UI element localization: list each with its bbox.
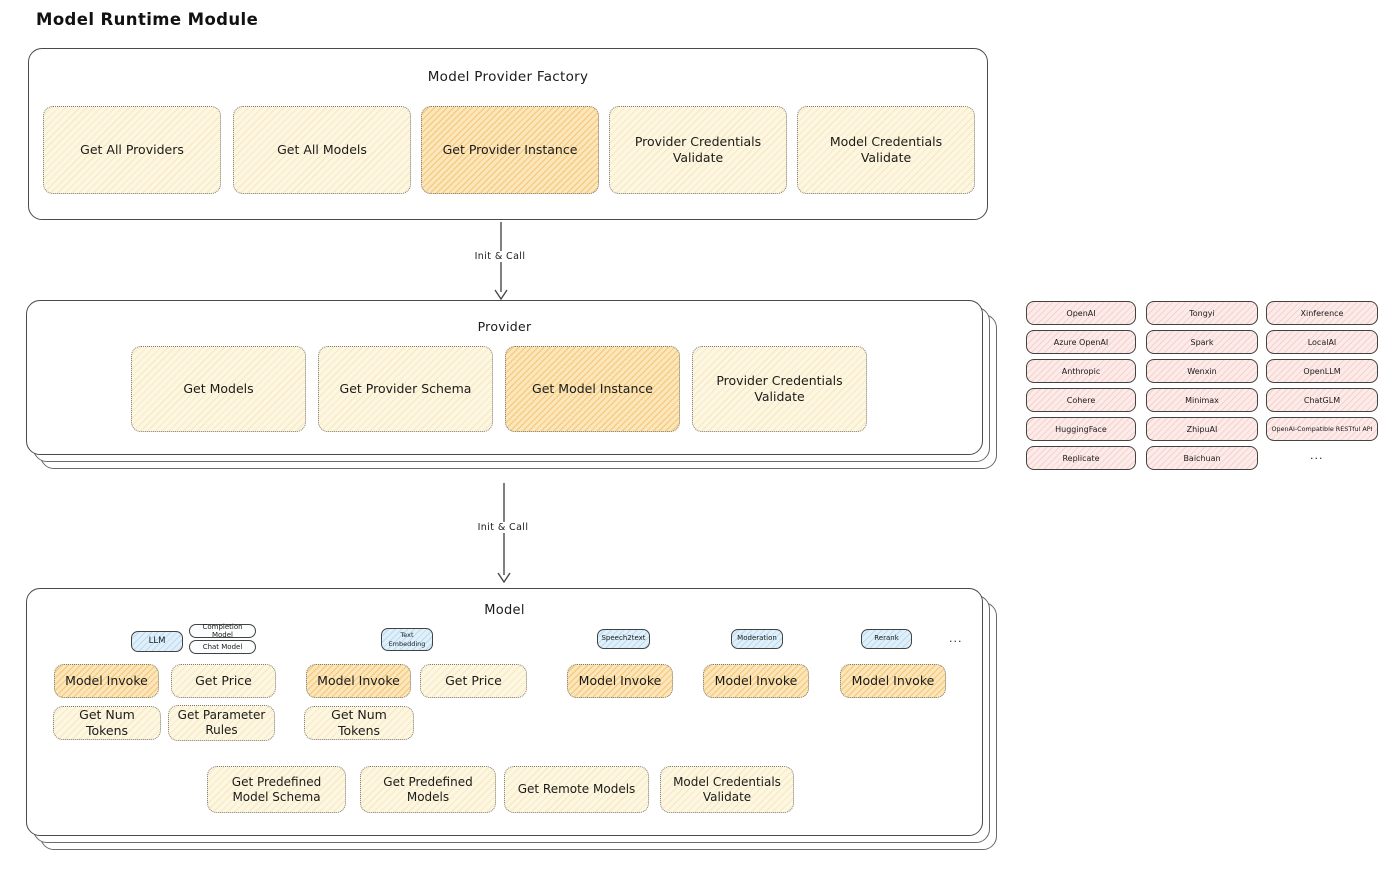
factory-box-get-provider-instance: Get Provider Instance — [421, 106, 599, 194]
factory-box-model-credentials-validate: Model Credentials Validate — [797, 106, 975, 194]
tag-text-embedding: Text Embedding — [381, 628, 433, 651]
tag-llm: LLM — [131, 631, 183, 652]
provider-chip-spark: Spark — [1146, 330, 1258, 354]
arrow2-label: Init & Call — [473, 522, 533, 533]
model-box-get-remote-models: Get Remote Models — [504, 766, 649, 813]
providers-grid: OpenAI Tongyi Xinference Azure OpenAI Sp… — [1026, 301, 1378, 471]
provider-chip-baichuan: Baichuan — [1146, 446, 1258, 470]
provider-panel-border: Provider Get Models Get Provider Schema … — [26, 300, 983, 455]
model-box-embedding-get-price: Get Price — [420, 664, 527, 698]
factory-box-get-all-providers: Get All Providers — [43, 106, 221, 194]
model-box-speech2text-model-invoke: Model Invoke — [567, 664, 673, 698]
providers-grid-more: ... — [1310, 449, 1324, 462]
model-box-embedding-get-num-tokens: Get Num Tokens — [304, 706, 414, 740]
tag-chat-model: Chat Model — [189, 640, 256, 654]
tag-moderation: Moderation — [731, 629, 783, 649]
model-box-get-predefined-model-schema: Get Predefined Model Schema — [207, 766, 346, 813]
model-box-get-parameter-rules: Get Parameter Rules — [168, 705, 275, 741]
factory-panel: Model Provider Factory Get All Providers… — [28, 48, 988, 220]
provider-panel: Provider Get Models Get Provider Schema … — [26, 300, 997, 469]
provider-chip-tongyi: Tongyi — [1146, 301, 1258, 325]
provider-box-get-provider-schema: Get Provider Schema — [318, 346, 493, 432]
arrow1-label: Init & Call — [470, 251, 530, 262]
provider-chip-minimax: Minimax — [1146, 388, 1258, 412]
model-panel: Model LLM Completion Model Chat Model Te… — [26, 588, 997, 850]
provider-chip-anthropic: Anthropic — [1026, 359, 1136, 383]
provider-chip-openai: OpenAI — [1026, 301, 1136, 325]
provider-chip-replicate: Replicate — [1026, 446, 1136, 470]
model-panel-border: Model LLM Completion Model Chat Model Te… — [26, 588, 983, 836]
tag-completion-model: Completion Model — [189, 623, 256, 639]
page-title: Model Runtime Module — [36, 10, 259, 29]
provider-title: Provider — [477, 319, 532, 334]
provider-chip-localai: LocalAI — [1266, 330, 1378, 354]
provider-box-get-model-instance: Get Model Instance — [505, 346, 680, 432]
provider-chip-openai-compatible-restful-api: OpenAI-Compatible RESTful API — [1266, 417, 1378, 441]
factory-box-get-all-models: Get All Models — [233, 106, 411, 194]
model-box-embedding-model-invoke: Model Invoke — [306, 664, 411, 698]
arrow-provider-to-model — [497, 483, 511, 583]
model-box-get-predefined-models: Get Predefined Models — [360, 766, 496, 813]
model-box-llm-get-price: Get Price — [171, 664, 276, 698]
provider-chip-cohere: Cohere — [1026, 388, 1136, 412]
provider-chip-azure-openai: Azure OpenAI — [1026, 330, 1136, 354]
provider-chip-chatglm: ChatGLM — [1266, 388, 1378, 412]
model-box-llm-get-num-tokens: Get Num Tokens — [53, 706, 161, 740]
model-title: Model — [484, 603, 525, 618]
provider-chip-huggingface: HuggingFace — [1026, 417, 1136, 441]
provider-chip-openllm: OpenLLM — [1266, 359, 1378, 383]
tag-speech2text: Speech2text — [597, 629, 650, 649]
provider-chip-xinference: Xinference — [1266, 301, 1378, 325]
factory-panel-border: Model Provider Factory Get All Providers… — [28, 48, 988, 220]
model-box-llm-model-invoke: Model Invoke — [54, 664, 159, 698]
model-box-rerank-model-invoke: Model Invoke — [840, 664, 946, 698]
provider-chip-zhipuai: ZhipuAI — [1146, 417, 1258, 441]
model-box-model-credentials-validate: Model Credentials Validate — [660, 766, 794, 813]
factory-box-provider-credentials-validate: Provider Credentials Validate — [609, 106, 787, 194]
provider-box-provider-credentials-validate: Provider Credentials Validate — [692, 346, 867, 432]
provider-chip-wenxin: Wenxin — [1146, 359, 1258, 383]
tag-rerank: Rerank — [861, 629, 912, 649]
model-tags-more: ... — [949, 632, 963, 645]
factory-title: Model Provider Factory — [427, 69, 589, 85]
provider-box-get-models: Get Models — [131, 346, 306, 432]
model-box-moderation-model-invoke: Model Invoke — [703, 664, 809, 698]
